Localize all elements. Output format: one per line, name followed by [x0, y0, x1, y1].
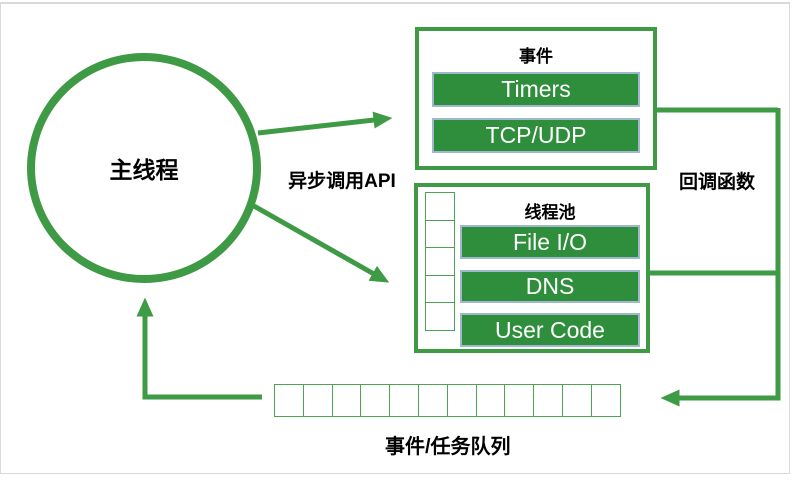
thread-slot-column	[425, 192, 455, 331]
thread-slot	[425, 302, 455, 331]
user-code-bar: User Code	[460, 313, 640, 347]
queue-cell	[561, 384, 593, 417]
thread-slot	[425, 274, 455, 304]
queue-cell	[274, 384, 305, 417]
timers-bar-label: Timers	[501, 76, 571, 102]
queue-return-arrow	[136, 297, 262, 400]
queue-cell	[590, 384, 622, 417]
event-task-queue	[274, 384, 622, 417]
queue-cell	[389, 384, 420, 417]
user-code-bar-label: User Code	[495, 316, 605, 343]
events-box-title: 事件	[519, 47, 553, 66]
tcp-udp-bar: TCP/UDP	[432, 118, 640, 153]
thread-slot	[425, 219, 455, 249]
tcp-udp-bar-label: TCP/UDP	[485, 122, 587, 148]
queue-cell	[504, 384, 535, 417]
thread-pool-box: 线程池 File I/O DNS User Code	[414, 183, 650, 353]
queue-cell	[446, 384, 478, 417]
queue-cell	[533, 384, 564, 417]
main-thread-label: 主线程	[109, 157, 179, 183]
callback-arrow-to-queue	[660, 108, 781, 407]
dns-bar: DNS	[460, 270, 640, 303]
queue-cell	[475, 384, 506, 417]
main-thread-node: 主线程	[27, 53, 261, 283]
dns-bar-label: DNS	[525, 273, 575, 299]
file-io-bar: File I/O	[460, 225, 640, 259]
events-box: 事件 Timers TCP/UDP	[415, 27, 657, 170]
async-api-label: 异步调用API	[288, 171, 396, 192]
arrow-main-to-events	[257, 111, 393, 136]
arrow-main-to-thread-pool	[252, 203, 390, 283]
thread-slot	[425, 247, 455, 276]
queue-cell	[302, 384, 334, 417]
queue-cell	[331, 384, 362, 417]
slide-frame	[0, 2, 790, 474]
queue-cell	[360, 384, 391, 417]
queue-cell	[417, 384, 449, 417]
file-io-bar-label: File I/O	[512, 228, 588, 255]
thread-slot	[425, 192, 455, 221]
callback-label: 回调函数	[678, 172, 755, 193]
thread-pool-title: 线程池	[524, 203, 576, 222]
timers-bar: Timers	[432, 72, 640, 107]
queue-label: 事件/任务队列	[385, 436, 511, 458]
